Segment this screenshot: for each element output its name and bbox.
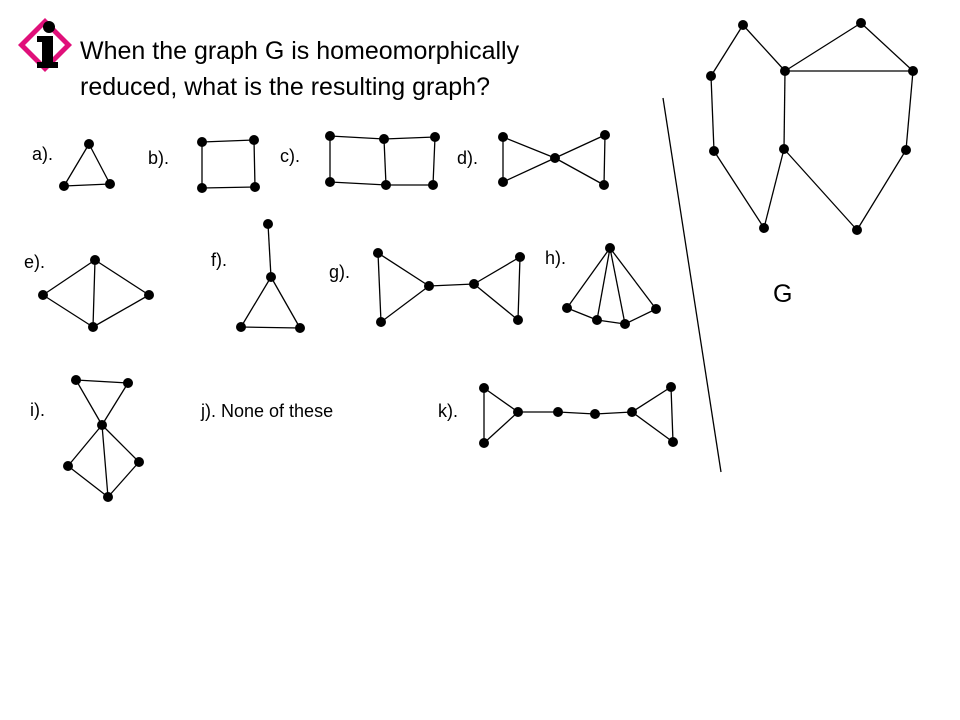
info-icon bbox=[18, 18, 72, 72]
option-i-label: i). bbox=[30, 400, 45, 420]
option-h-label: h). bbox=[545, 248, 567, 268]
option-h-graph bbox=[562, 243, 661, 329]
graph-g bbox=[706, 18, 918, 235]
option-i-graph bbox=[63, 375, 144, 502]
graph-g-label: G bbox=[773, 280, 793, 308]
option-b-label: b). bbox=[148, 148, 170, 168]
divider-line bbox=[662, 97, 722, 473]
option-a-graph bbox=[59, 139, 115, 191]
option-k-label: k). bbox=[438, 401, 458, 421]
option-c-label: c). bbox=[280, 146, 300, 166]
question-line-1: When the graph G is homeomorphically bbox=[80, 37, 520, 65]
option-g-graph bbox=[373, 248, 525, 327]
option-k-graph bbox=[479, 382, 678, 448]
option-a-label: a). bbox=[32, 144, 54, 164]
option-c-graph bbox=[325, 131, 440, 190]
option-d-label: d). bbox=[457, 148, 479, 168]
option-e-graph bbox=[38, 255, 154, 332]
option-d-graph bbox=[498, 130, 610, 190]
option-f-label: f). bbox=[211, 250, 227, 270]
question-line-2: reduced, what is the resulting graph? bbox=[80, 73, 490, 101]
option-b-graph bbox=[197, 135, 260, 193]
option-f-graph bbox=[236, 219, 305, 333]
option-j-label: j). None of these bbox=[201, 401, 334, 421]
question-text: When the graph G is homeomorphically red… bbox=[80, 33, 660, 105]
option-e-label: e). bbox=[24, 252, 46, 272]
option-g-label: g). bbox=[329, 262, 351, 282]
